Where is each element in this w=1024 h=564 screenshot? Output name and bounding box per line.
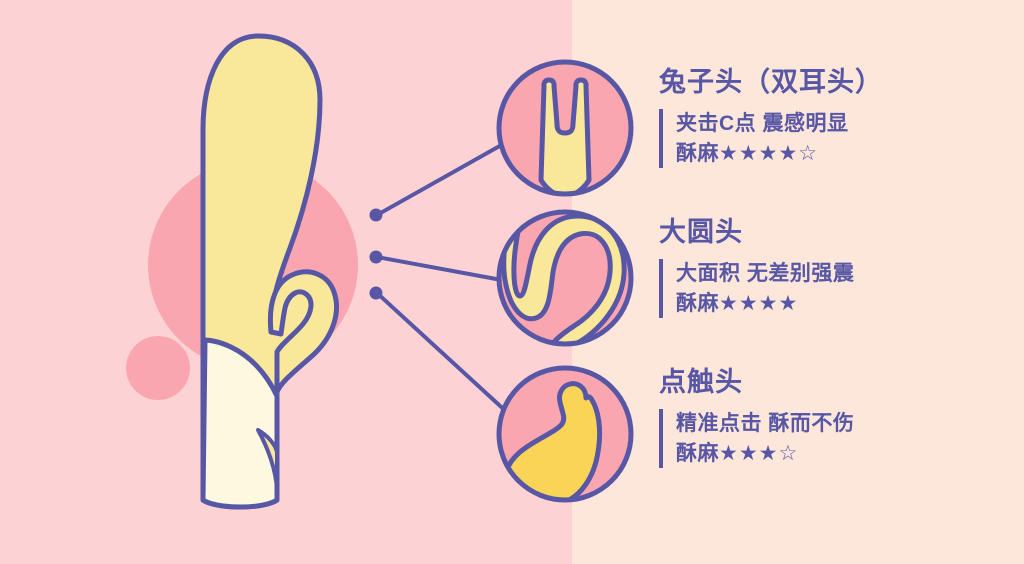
rating-label: 酥麻: [676, 141, 719, 165]
callout-rating-line: 酥麻★★★☆: [676, 439, 854, 469]
rating-label: 酥麻: [676, 291, 719, 315]
callout-block-point-head: 点触头 精准点击 酥而不伤 酥麻★★★☆: [659, 367, 855, 469]
callout-title: 大圆头: [659, 217, 743, 247]
callout-line-3: [375, 291, 512, 417]
callout-body: 大面积 无差别强震 酥麻★★★★: [659, 258, 855, 319]
callout-body: 精准点击 酥而不伤 酥麻★★★☆: [659, 408, 855, 469]
callout-title: 兔子头（双耳头）: [659, 67, 883, 97]
callout-connectors: [369, 141, 512, 417]
decorative-blob-small: [126, 336, 190, 400]
callout-dot-2[interactable]: [369, 250, 383, 264]
callout-feature-line: 精准点击 酥而不伤: [676, 411, 855, 435]
callout-line-1: [375, 141, 507, 217]
rating-stars: ★★★★☆: [719, 141, 819, 165]
callout-line-2: [375, 255, 509, 283]
rating-label: 酥麻: [676, 441, 719, 465]
callout-block-round-head: 大圆头 大面积 无差别强震 酥麻★★★★: [659, 217, 855, 319]
callout-block-rabbit-head: 兔子头（双耳头） 夹击C点 震感明显 酥麻★★★★☆: [659, 67, 883, 169]
callout-body: 夹击C点 震感明显 酥麻★★★★☆: [659, 108, 883, 169]
product-clitoral-arm: [267, 269, 340, 395]
product-handle-accent: [256, 428, 279, 492]
detail-circle-rabbit-ears[interactable]: [496, 59, 634, 197]
product-illustration: [200, 33, 340, 510]
rating-stars: ★★★★: [719, 291, 799, 315]
callout-feature-line: 大面积 无差别强震: [676, 261, 855, 285]
callout-dot-3[interactable]: [369, 286, 383, 300]
callout-feature-line: 夹击C点 震感明显: [676, 111, 849, 135]
callout-dot-1[interactable]: [369, 208, 383, 222]
detail-circle-point-head[interactable]: [496, 365, 634, 506]
round-head-shape: [501, 212, 627, 344]
callout-rating-line: 酥麻★★★★☆: [676, 139, 883, 169]
product-handle-cream: [200, 337, 280, 510]
callout-rating-line: 酥麻★★★★: [676, 289, 854, 319]
callout-title: 点触头: [659, 367, 743, 397]
background-right-panel: [572, 0, 1024, 564]
rating-stars: ★★★☆: [719, 441, 799, 465]
detail-circle-round-head[interactable]: [496, 208, 634, 356]
